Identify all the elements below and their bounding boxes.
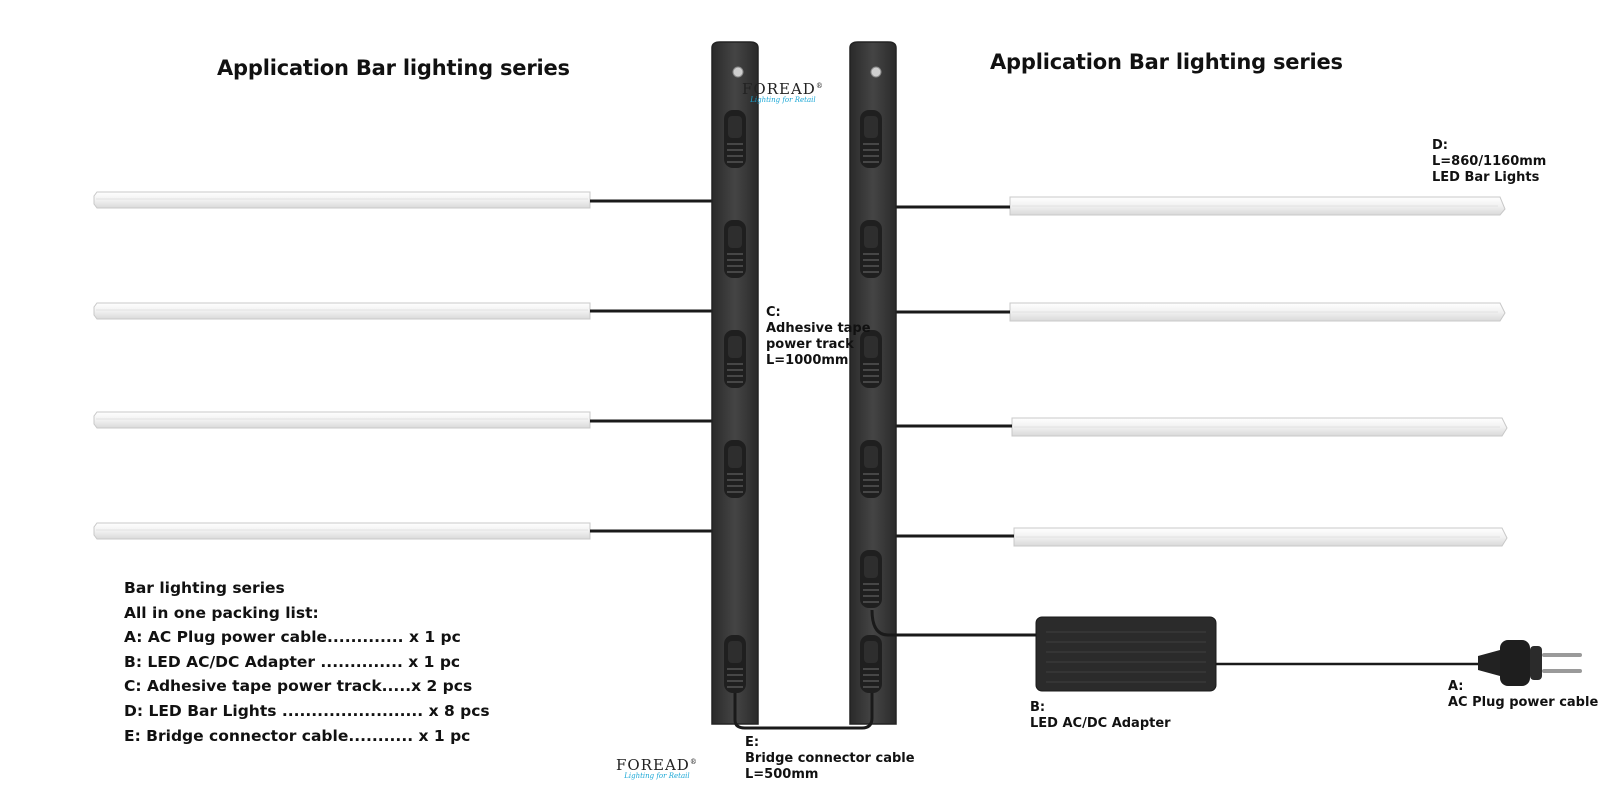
brand-name: FOREAD® xyxy=(616,756,698,774)
right-led-bars xyxy=(1009,196,1508,547)
led-bar xyxy=(93,411,591,429)
left-led-bars xyxy=(93,191,591,540)
packing-item: D: LED Bar Lights ......................… xyxy=(124,701,490,720)
label-bridge-cable: E: Bridge connector cable L=500mm xyxy=(745,735,915,782)
ac-dc-adapter xyxy=(1035,616,1217,692)
label-adapter: B: LED AC/DC Adapter xyxy=(1030,700,1171,731)
led-bar xyxy=(1013,527,1508,547)
title-right: Application Bar lighting series xyxy=(990,50,1343,74)
brand-logo-bottom: FOREAD® Lighting for Retail xyxy=(616,756,698,780)
led-bar xyxy=(1011,417,1508,437)
label-led-bars: D: L=860/1160mm LED Bar Lights xyxy=(1432,138,1547,185)
led-bar xyxy=(1009,302,1506,322)
packing-item: A: AC Plug power cable............. x 1 … xyxy=(124,628,461,647)
label-track: C: Adhesive tape power track L=1000mm xyxy=(766,305,871,368)
led-bar xyxy=(93,522,591,540)
label-ac-plug: A: AC Plug power cable xyxy=(1448,679,1599,710)
title-left: Application Bar lighting series xyxy=(217,56,570,80)
brand-tagline: Lighting for Retail xyxy=(750,96,816,104)
packing-subheading: All in one packing list: xyxy=(124,603,319,622)
adapter-input-cable xyxy=(870,609,1040,637)
packing-item: C: Adhesive tape power track.....x 2 pcs xyxy=(124,677,473,696)
led-bar xyxy=(1009,196,1506,216)
brand-tagline: Lighting for Retail xyxy=(624,772,690,780)
packing-heading: Bar lighting series xyxy=(124,579,285,597)
led-bar xyxy=(93,191,591,209)
left-power-track xyxy=(711,41,759,725)
brand-logo-top: FOREAD® Lighting for Retail xyxy=(742,80,824,104)
right-power-track xyxy=(849,41,897,725)
bridge-connector-cable xyxy=(733,693,874,730)
ac-plug xyxy=(1478,640,1582,686)
packing-item: B: LED AC/DC Adapter .............. x 1 … xyxy=(124,652,461,671)
led-bar xyxy=(93,302,591,320)
brand-name: FOREAD® xyxy=(742,80,824,98)
packing-list: Bar lighting series All in one packing l… xyxy=(124,576,490,748)
packing-item: E: Bridge connector cable........... x 1… xyxy=(124,726,471,745)
